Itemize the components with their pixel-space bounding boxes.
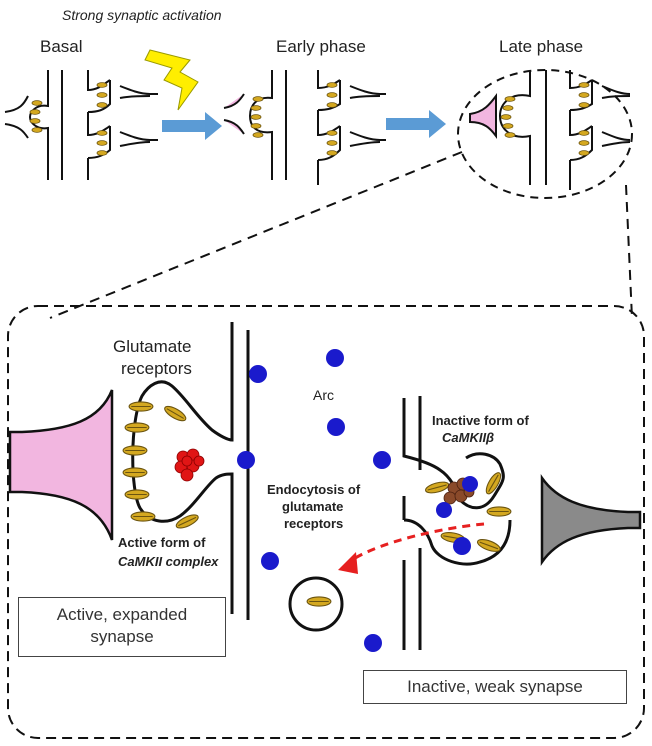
glutamate-label-line1: Glutamate [113,337,191,356]
active-camkii-label-line2: CaMKII complex [118,554,219,569]
zoom-line-left [49,151,463,319]
synapse-late [469,70,547,185]
endocytosis-label-line1: Endocytosis of [267,482,361,497]
active-synapse-box-line1: Active, expanded [56,605,188,624]
endocytosed-vesicle [288,576,344,632]
endocytosis-label-line3: receptors [284,516,343,531]
zoom-line-right [625,184,633,319]
glutamate-receptor [173,511,201,532]
inactive-camkii-label-line1: Inactive form of [432,413,529,428]
active-synapse-box-line2: synapse [90,627,154,646]
inactive-synapse-box: Inactive, weak synapse [363,670,627,704]
inactive-camkii-label-line2: CaMKIIβ [442,430,494,445]
stage-label-early: Early phase [276,37,366,56]
camkii-active-complex [174,448,205,482]
glutamate-receptor [124,422,150,433]
active-camkii-label-line1: Active form of [118,535,206,550]
glutamate-receptor [475,536,503,555]
endocytosis-arrow [351,522,485,562]
stage-label-basal: Basal [40,37,83,56]
transition-arrow-1 [162,112,222,140]
synapse-early-right [317,70,386,185]
lightning-icon [144,49,199,111]
zoom-ellipse [457,69,633,199]
transition-arrow-2 [386,110,446,138]
detail-panel [7,305,645,739]
stage-label-late: Late phase [499,37,583,56]
endocytosis-arrowhead-icon [338,552,358,574]
gray-presynaptic-terminal [540,474,642,566]
inactive-synapse [402,396,642,650]
glutamate-receptor [122,445,148,456]
active-synapse [8,322,250,620]
synapse-late-right [569,70,631,190]
glutamate-receptor [128,401,154,412]
synapse-early [223,70,287,180]
glutamate-receptor [130,511,156,522]
arc-proteins [237,349,478,652]
glutamate-receptor [122,467,148,478]
glutamate-receptor [306,596,332,607]
endocytosis-label-line2: glutamate [282,499,343,514]
inactive-synapse-box-label: Inactive, weak synapse [407,677,583,696]
glutamate-receptor [162,403,189,425]
pink-presynaptic-terminal [8,389,114,541]
glutamate-label-line2: receptors [121,359,192,378]
glutamate-receptor [124,489,150,500]
synapse-basal-right [87,70,158,180]
activation-label: Strong synaptic activation [62,7,222,23]
glutamate-receptor [423,479,451,496]
synapse-basal [4,70,63,180]
arc-label: Arc [313,387,334,403]
glutamate-receptor [486,506,512,517]
active-synapse-box: Active, expanded synapse [18,597,226,657]
